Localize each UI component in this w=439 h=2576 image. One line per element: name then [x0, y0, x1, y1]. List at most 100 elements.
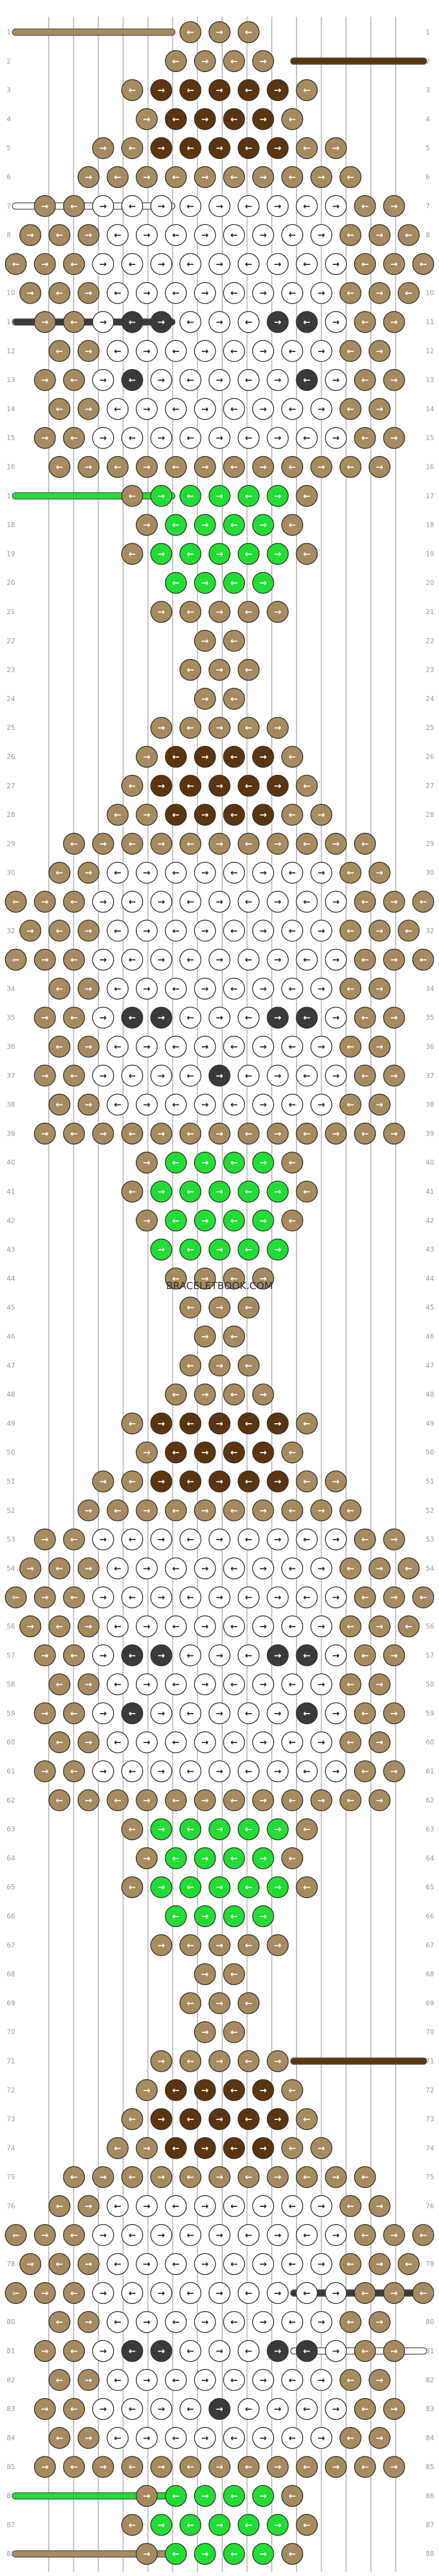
row-number-left: 65 [7, 1883, 15, 1891]
knot [92, 1528, 114, 1551]
row-number-right: 25 [426, 724, 434, 732]
knot [194, 804, 216, 826]
row-number-left: 18 [7, 521, 15, 529]
knot-direction-arrow: → [216, 780, 223, 791]
knot-direction-arrow: ← [56, 1795, 63, 1806]
knot-direction-arrow: ← [245, 665, 252, 675]
knot-direction-arrow: ← [187, 665, 194, 675]
knot-direction-arrow: → [27, 1563, 34, 1573]
knot [78, 340, 100, 362]
knot [383, 369, 405, 391]
knot-direction-arrow: → [259, 2432, 267, 2443]
knot [136, 108, 158, 130]
knot-direction-arrow: → [274, 490, 281, 501]
knot-direction-arrow: → [332, 1476, 339, 1487]
knot-direction-arrow: ← [129, 1128, 136, 1139]
knot [369, 456, 391, 478]
knot-direction-arrow: ← [303, 1650, 310, 1660]
knot [223, 1325, 245, 1348]
knot-direction-arrow: → [85, 983, 92, 994]
row-number-right: 75 [426, 2173, 434, 2181]
knot [237, 2224, 260, 2246]
knot [106, 2311, 129, 2333]
knot-direction-arrow: ← [114, 2259, 121, 2270]
knot-direction-arrow: ← [56, 983, 63, 994]
knot [223, 1209, 245, 1232]
knot-direction-arrow: ← [347, 346, 354, 356]
knot-direction-arrow: ← [187, 1360, 194, 1371]
row-number-right: 55 [426, 1593, 434, 1601]
knot [194, 2369, 216, 2391]
row-number-right: 54 [426, 1565, 434, 1572]
knot-direction-arrow: → [157, 375, 165, 385]
knot [92, 1122, 114, 1145]
row-number-right: 74 [426, 2144, 434, 2152]
knot-direction-arrow: ← [289, 983, 296, 994]
knot [165, 1035, 187, 1058]
knot-direction-arrow: → [332, 839, 339, 849]
knot [223, 514, 245, 536]
knot-direction-arrow: ← [245, 2288, 252, 2298]
knot [208, 658, 231, 681]
row-number-right: 7 [426, 202, 430, 210]
knot-direction-arrow: → [41, 2230, 48, 2240]
knot-direction-arrow: → [85, 1100, 92, 1110]
knot [136, 1615, 158, 1638]
knot [194, 166, 216, 188]
knot-direction-arrow: → [376, 867, 383, 878]
knot [281, 282, 303, 304]
knot [208, 1355, 231, 1377]
knot [150, 1065, 172, 1087]
knot-direction-arrow: ← [12, 897, 19, 907]
knot-direction-arrow: → [85, 2375, 92, 2385]
knot [48, 1093, 70, 1116]
knot [208, 1934, 231, 1956]
knot-direction-arrow: ← [172, 2549, 180, 2559]
knot-direction-arrow: ← [289, 2491, 296, 2501]
knot [194, 2543, 216, 2565]
knot [165, 745, 187, 768]
knot-direction-arrow: → [157, 1476, 165, 1487]
knot [267, 1006, 289, 1029]
knot [194, 1789, 216, 1812]
row-number-right: 11 [426, 318, 434, 326]
knot [237, 195, 260, 217]
row-number-left: 45 [7, 1304, 15, 1311]
row-number-right: 13 [426, 376, 434, 384]
knot-direction-arrow: ← [303, 1418, 310, 1429]
knot [237, 427, 260, 449]
knot [208, 1876, 231, 1898]
knot [267, 1180, 289, 1203]
knot [19, 2253, 42, 2275]
row-number-right: 62 [426, 1796, 434, 1804]
knot-direction-arrow: → [99, 375, 106, 385]
row-number-left: 24 [7, 695, 15, 703]
knot [19, 224, 42, 246]
knot [179, 1528, 202, 1551]
knot-direction-arrow: ← [361, 1128, 369, 1139]
knot-direction-arrow: ← [12, 2230, 19, 2240]
knot [106, 804, 129, 826]
knot-direction-arrow: → [259, 230, 267, 241]
knot [34, 2282, 56, 2304]
knot-direction-arrow: → [85, 1041, 92, 1052]
knot [78, 1789, 100, 1812]
knot-direction-arrow: ← [114, 983, 121, 994]
knot [339, 919, 361, 942]
knot [106, 2195, 129, 2217]
knot [223, 50, 245, 73]
knot-direction-arrow: → [157, 1418, 165, 1429]
row-number-right: 27 [426, 782, 434, 790]
knot [397, 2253, 420, 2275]
knot [383, 2282, 405, 2304]
knot [223, 108, 245, 130]
knot-direction-arrow: ← [231, 1679, 238, 1690]
knot-direction-arrow: ← [70, 1070, 78, 1081]
knot [295, 775, 318, 797]
knot [267, 2166, 289, 2188]
knot-direction-arrow: ← [231, 810, 238, 820]
knot [136, 1847, 158, 1869]
knot [78, 282, 100, 304]
knot-direction-arrow: ← [114, 2143, 121, 2153]
knot-direction-arrow: → [143, 1215, 150, 1226]
